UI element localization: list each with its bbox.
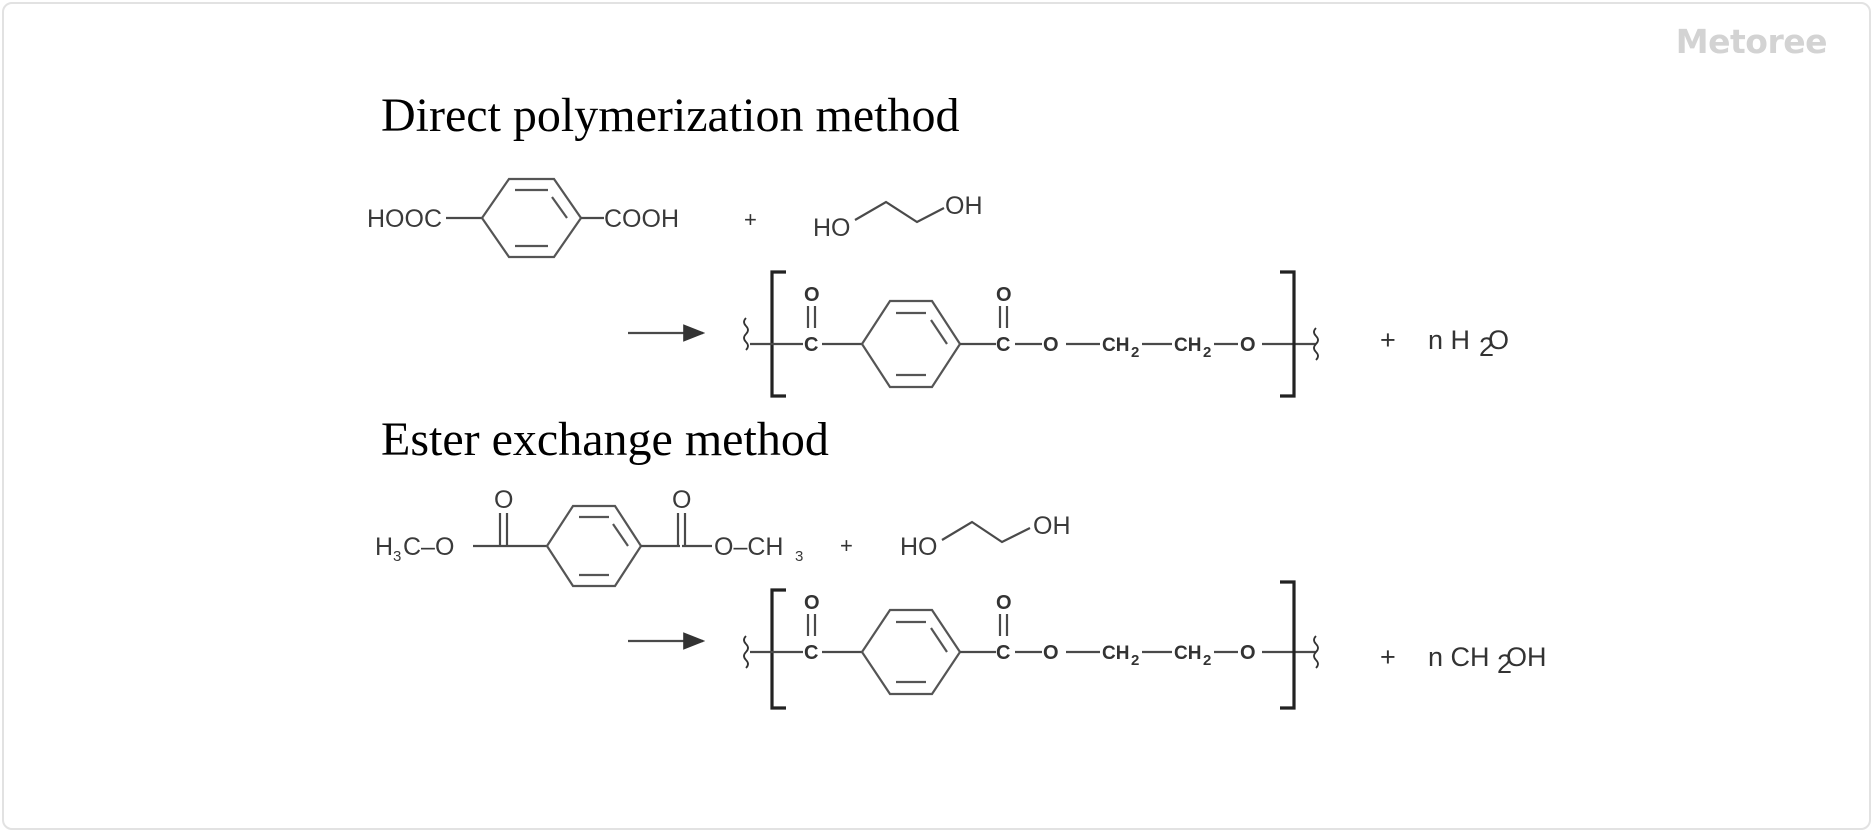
carbonyl-oxygen: O (672, 486, 691, 514)
carbonyl-oxygen: O (494, 486, 513, 514)
ch2-group: CH (1102, 643, 1129, 664)
carbon: C (804, 642, 818, 664)
ch2-group: CH (1174, 335, 1201, 356)
plus-sign: + (1380, 325, 1396, 355)
ester-oxygen: O (1043, 642, 1059, 664)
left-bracket (770, 588, 786, 710)
svg-text:2: 2 (1131, 344, 1139, 361)
svg-text:2: 2 (1203, 652, 1211, 669)
methoxy-label: O–CH (714, 533, 783, 561)
left-bracket (770, 270, 786, 398)
terephthalic-acid: HOOC COOH (367, 177, 679, 259)
water-byproduct: n H 2 O (1428, 325, 1509, 362)
wavy-bond (1313, 327, 1319, 361)
carbonyl-oxygen: O (804, 284, 820, 306)
carbonyl-oxygen: O (804, 592, 820, 614)
methanol-byproduct: n CH 2 OH (1428, 642, 1547, 679)
svg-text:2: 2 (1479, 332, 1494, 362)
carbon: C (996, 334, 1010, 356)
wavy-bond (1313, 635, 1319, 669)
ho-label: HO (900, 533, 938, 561)
plus-sign: + (1380, 642, 1396, 672)
plus-sign: + (744, 207, 757, 232)
bond (941, 520, 1031, 544)
ch2-group: CH (1102, 335, 1129, 356)
ethylene-glycol: HO OH (813, 192, 983, 242)
svg-text:OH: OH (1506, 642, 1547, 672)
ethylene-glycol: HO OH (900, 512, 1071, 561)
bond (854, 200, 945, 224)
svg-text:3: 3 (795, 548, 803, 565)
oh-label: OH (1033, 512, 1071, 540)
svg-text:2: 2 (1497, 649, 1512, 679)
benzene-ring (860, 608, 962, 696)
benzene-ring (860, 299, 962, 389)
methoxy-label: C–O (403, 533, 454, 561)
ester-oxygen: O (1043, 334, 1059, 356)
svg-text:n H: n H (1428, 325, 1470, 355)
svg-text:2: 2 (1131, 652, 1139, 669)
ester-oxygen: O (1240, 642, 1256, 664)
oh-label: OH (945, 192, 983, 220)
svg-text:2: 2 (1203, 344, 1211, 361)
cooh-label: COOH (604, 205, 679, 233)
svg-text:O: O (1488, 325, 1509, 355)
ch2-group: CH (1174, 643, 1201, 664)
dimethyl-terephthalate: H 3 C–O O O O–CH 3 (375, 486, 803, 588)
ester-oxygen: O (1240, 334, 1256, 356)
carbon: C (804, 334, 818, 356)
wavy-bond (743, 317, 749, 351)
ho-label: HO (813, 214, 851, 242)
wavy-bond (743, 635, 749, 669)
carbon: C (996, 642, 1010, 664)
metoree-watermark: Metoree (1675, 22, 1828, 61)
svg-text:n CH: n CH (1428, 642, 1490, 672)
right-bracket (1280, 580, 1296, 710)
benzene-ring (480, 177, 583, 259)
methyl-h: H (375, 533, 393, 561)
benzene-ring (545, 504, 643, 588)
hooc-label: HOOC (367, 205, 442, 233)
svg-text:3: 3 (393, 548, 401, 565)
pet-repeat-unit: O C O C O CH 2 CH 2 O (743, 580, 1319, 710)
right-bracket (1280, 270, 1296, 398)
ester-exchange-title: Ester exchange method (381, 413, 829, 466)
plus-sign: + (840, 533, 853, 558)
pet-repeat-unit: O C O C O CH 2 CH 2 O (743, 270, 1319, 398)
direct-polymerization-title: Direct polymerization method (381, 89, 960, 142)
carbonyl-oxygen: O (996, 592, 1012, 614)
carbonyl-oxygen: O (996, 284, 1012, 306)
